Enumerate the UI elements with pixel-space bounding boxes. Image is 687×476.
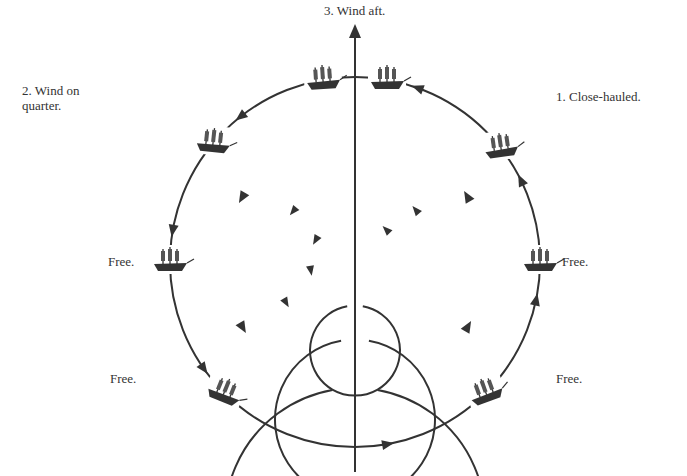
wind-arrowhead — [349, 24, 361, 38]
outer-ring — [170, 77, 540, 447]
annotation-label: Free. — [556, 372, 582, 387]
annotation-label: 1. Close-hauled. — [556, 90, 676, 105]
outer-ring-arrows — [167, 81, 543, 450]
annotation-label: Free. — [562, 255, 588, 270]
annotation-label: 3. Wind aft. — [324, 4, 385, 19]
annotation-label: Free. — [108, 255, 134, 270]
inner-ring-arrows — [235, 188, 476, 335]
wind-line — [354, 32, 356, 472]
annotation-label: Free. — [110, 372, 136, 387]
annotation-label: 2. Wind on quarter. — [22, 84, 104, 114]
ship-icons — [151, 61, 564, 413]
inner-rings — [225, 306, 485, 476]
